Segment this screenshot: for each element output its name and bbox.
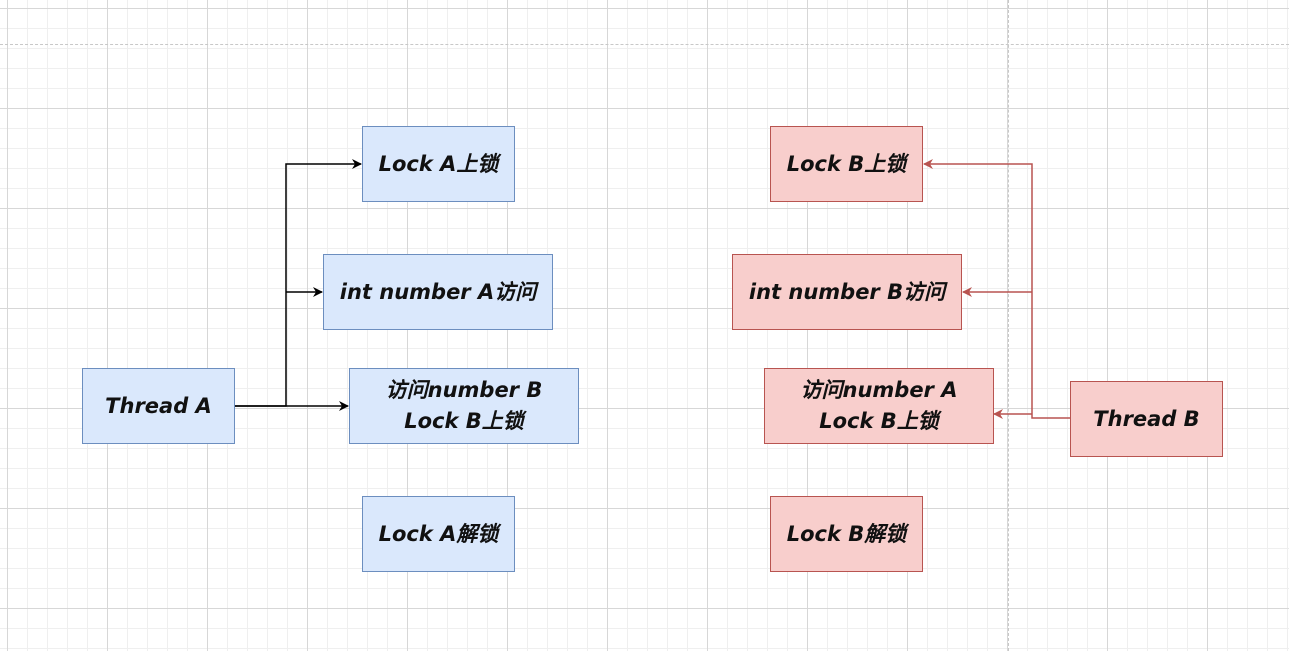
lock-b-acquire-node[interactable]: Lock B上锁 (770, 126, 923, 202)
lock-a-release-node[interactable]: Lock A解锁 (362, 496, 515, 572)
lock-b-acquire-line: Lock B上锁 (819, 409, 939, 433)
thread-a-connectors (235, 159, 362, 411)
thread-b-node[interactable]: Thread B (1070, 381, 1223, 457)
thread-b-connectors (923, 159, 1070, 419)
access-number-a-label: int number A访问 (339, 279, 537, 304)
access-number-a-line: 访问number A (800, 378, 958, 402)
lock-b-acquire-line: Lock B上锁 (404, 409, 524, 433)
page-break-guide-horizontal (0, 44, 1289, 45)
access-number-b-line: 访问number B (385, 378, 543, 402)
page-break-guide-vertical (1008, 0, 1009, 651)
connector-thread-b-to-lock-b (923, 159, 1070, 419)
access-number-b-label: int number B访问 (748, 279, 946, 304)
access-number-b-node[interactable]: int number B访问 (732, 254, 962, 330)
access-number-a-node[interactable]: int number A访问 (323, 254, 553, 330)
lock-a-acquire-node[interactable]: Lock A上锁 (362, 126, 515, 202)
access-number-b-lock-b-node[interactable]: 访问number B Lock B上锁 (349, 368, 579, 444)
thread-b-label: Thread B (1093, 406, 1200, 431)
lock-b-release-label: Lock B解锁 (786, 521, 907, 546)
lock-a-release-label: Lock A解锁 (378, 521, 499, 546)
lock-b-release-node[interactable]: Lock B解锁 (770, 496, 923, 572)
access-number-a-lock-b-node[interactable]: 访问number A Lock B上锁 (764, 368, 994, 444)
lock-a-acquire-label: Lock A上锁 (378, 151, 499, 176)
thread-a-node[interactable]: Thread A (82, 368, 235, 444)
lock-b-acquire-label: Lock B上锁 (786, 151, 907, 176)
thread-a-label: Thread A (105, 393, 212, 418)
